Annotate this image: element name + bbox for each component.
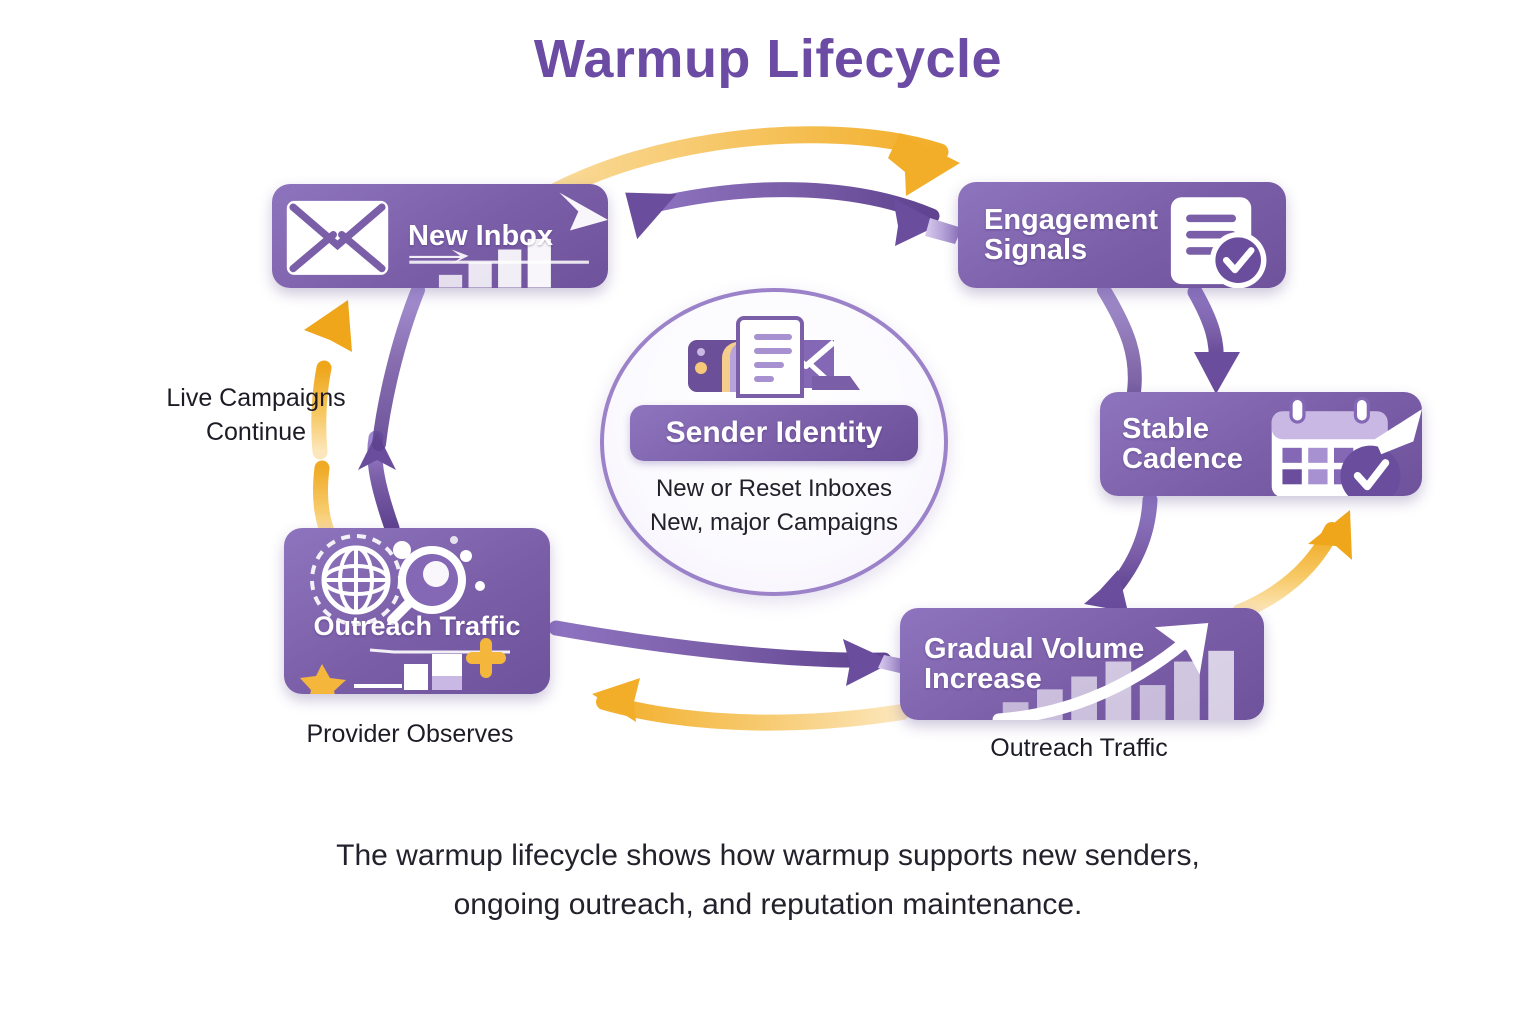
arrow-gradual-to-outreach-amber	[592, 678, 910, 731]
hub-subtext-line-1: New or Reset Inboxes	[655, 475, 893, 502]
node-outreach-traffic[interactable]: Outreach Traffic	[284, 528, 550, 694]
page-title: Warmup Lifecycle	[533, 29, 1003, 89]
edge-label-provider-observes: Provider Observes	[306, 720, 514, 748]
arrow-engagement-to-stable-purple	[1097, 283, 1240, 399]
arrow-gradual-to-stable-amber	[1232, 510, 1352, 620]
arrow-outreach-to-gradual-purple	[548, 620, 908, 686]
arrow-new-inbox-to-engagement-purple	[625, 182, 962, 246]
node-new-inbox[interactable]: New Inbox	[272, 184, 608, 288]
arrow-stable-to-gradual-purple	[1084, 492, 1158, 612]
node-outreach-traffic-label: Outreach Traffic	[313, 611, 521, 641]
node-stable-cadence[interactable]: Stable Cadence	[1100, 392, 1422, 496]
node-new-inbox-label: New Inbox	[408, 219, 554, 252]
edge-label-live-campaigns: Live Campaigns Continue	[166, 384, 346, 446]
edge-label-outreach-traffic: Outreach Traffic	[990, 734, 1168, 762]
node-engagement-signals-label: Engagement Signals	[984, 203, 1159, 266]
node-stable-cadence-label: Stable Cadence	[1122, 412, 1243, 475]
hub-sender-identity[interactable]: Sender Identity New or Reset Inboxes New…	[600, 288, 948, 596]
hub-subtext: New or Reset Inboxes New, major Campaign…	[604, 472, 944, 540]
node-gradual-volume-increase-label: Gradual Volume Increase	[924, 632, 1145, 695]
documents-and-mail-icon	[688, 316, 860, 398]
arrow-outreach-to-new-inbox-purple	[358, 283, 425, 536]
node-engagement-signals[interactable]: Engagement Signals	[958, 182, 1286, 288]
hub-subtext-line-2: New, major Campaigns	[649, 509, 899, 537]
hub-badge-label: Sender Identity	[630, 405, 918, 461]
node-gradual-volume-increase[interactable]: Gradual Volume Increase	[900, 608, 1264, 720]
diagram-caption: The warmup lifecycle shows how warmup su…	[336, 839, 1200, 921]
